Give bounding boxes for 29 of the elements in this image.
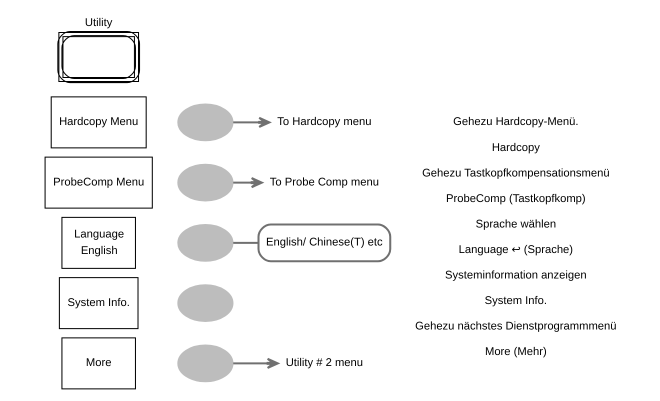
arrow [232,177,262,188]
label: Language ↩ (Sprache) [458,244,573,256]
arrow [232,358,278,369]
node-text: Utility # 2 menu [285,357,363,370]
label: Gehezu Hardcopy-Menü. [452,116,578,128]
label: Gehezu Tastkopfkompensationsmenü [422,167,610,180]
node-text: To Hardcopy menu [276,116,371,128]
arrow [232,116,270,128]
node-box: System Info. [58,277,138,330]
label: Systeminformation anzeigen [444,269,586,282]
node-ellipse [176,344,233,382]
node-box: More [60,337,136,390]
connector [232,242,258,244]
label: System Info. [484,294,547,307]
node-label: Utility [84,17,112,30]
label: Gehezu nächstes Dienstprogrammmenü [414,320,616,332]
node-box: Language English [60,216,136,269]
node-box: Hardcopy Menu [50,96,146,148]
label: More (Mehr) [484,346,546,358]
node-text: To Probe Comp menu [269,176,378,188]
node-ellipse [176,104,233,142]
label: Sprache wählen [475,218,556,230]
node-box: ProbeComp Menu [44,156,152,209]
node-ellipse [176,164,233,202]
label: Hardcopy [491,142,540,154]
node-ellipse [176,224,233,262]
node-box: English/ Chinese(T) etc [257,223,391,262]
label: ProbeComp (Tastkopfkomp) [446,192,586,205]
node-ellipse [176,284,233,322]
